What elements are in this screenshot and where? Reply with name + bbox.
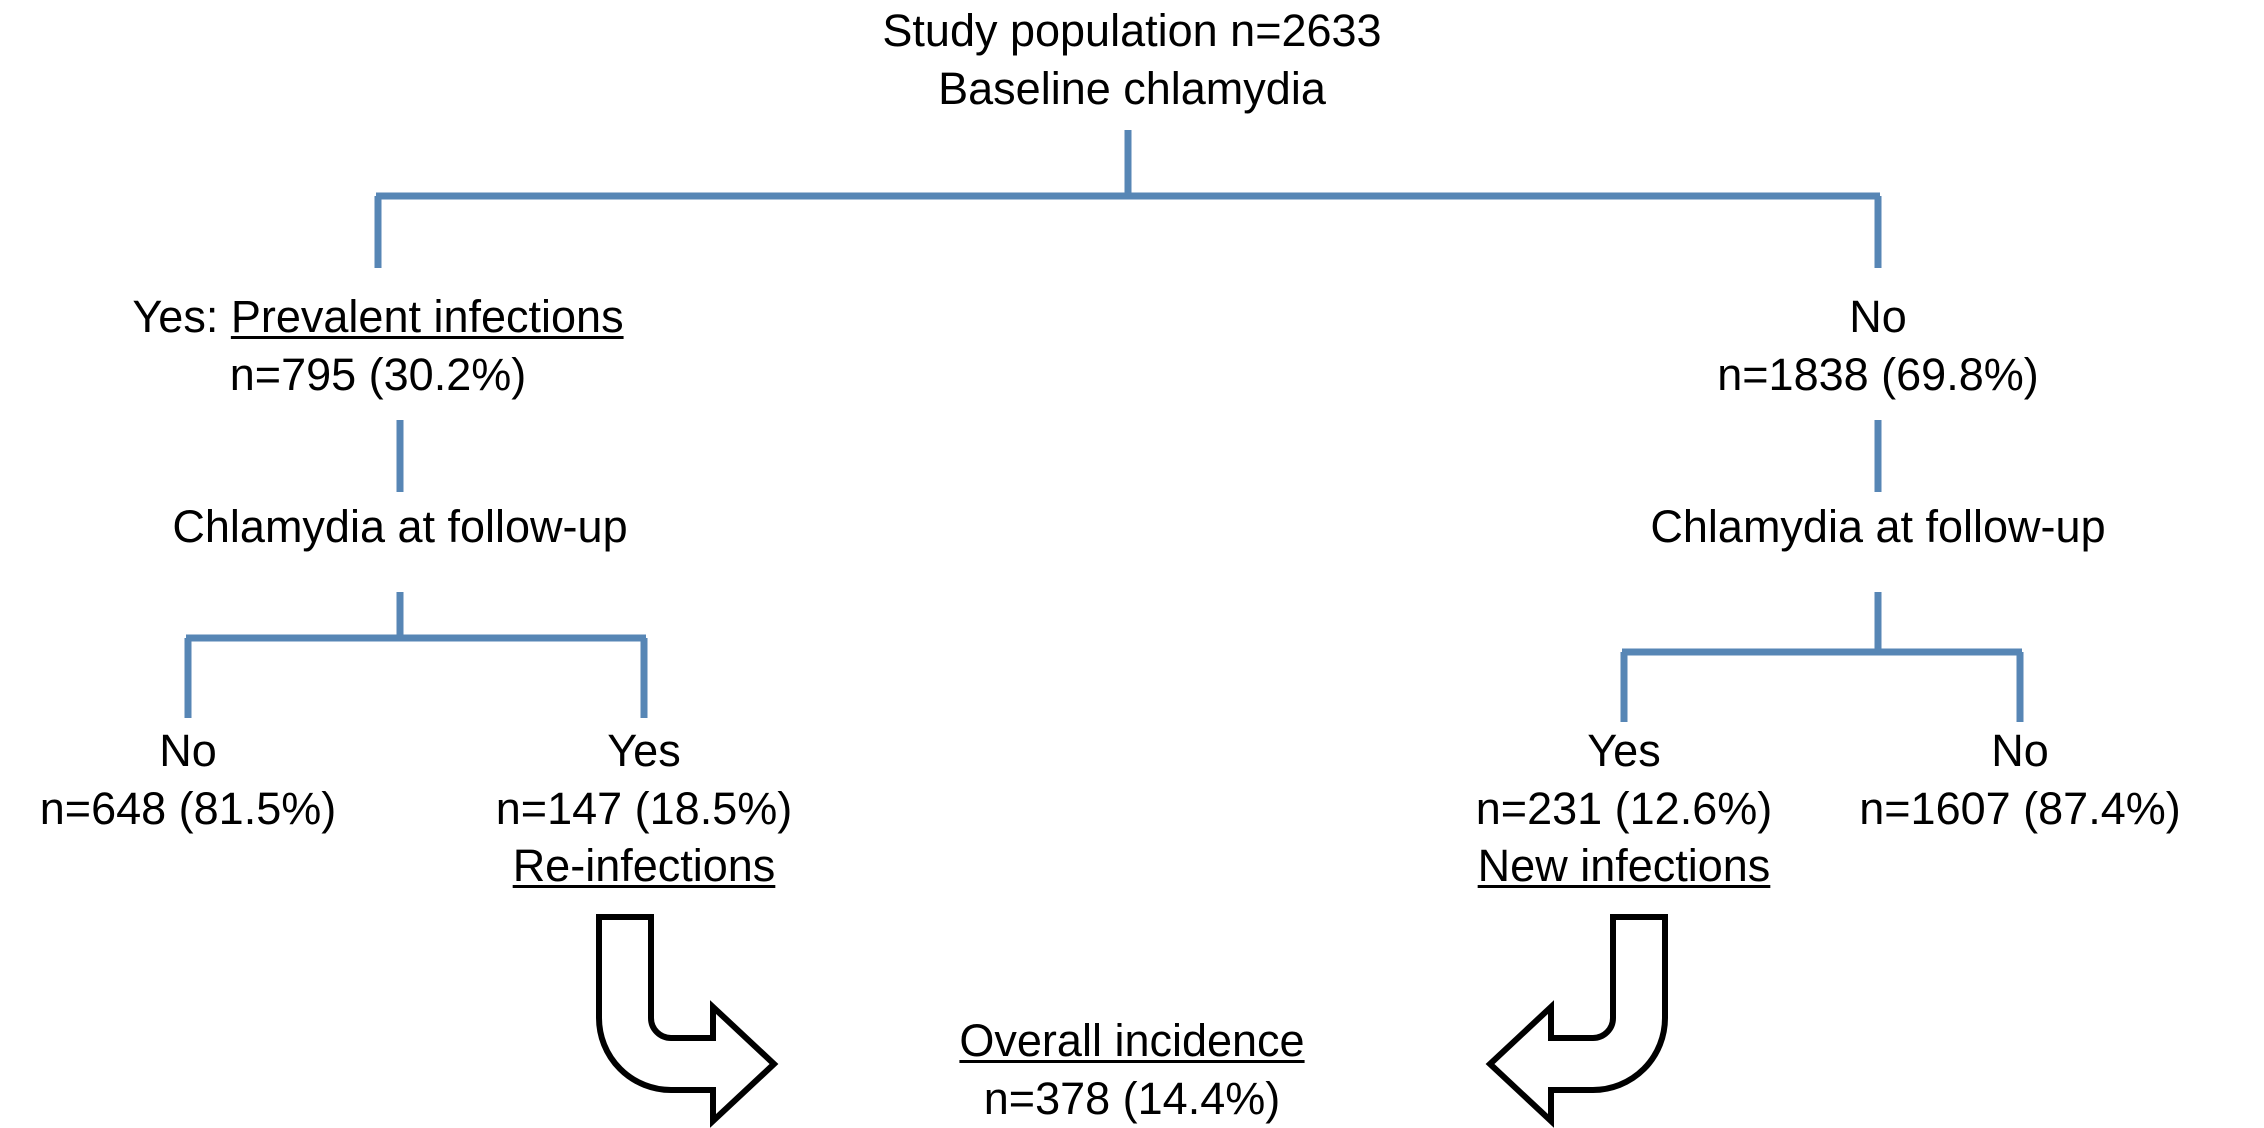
summary-label: Overall incidence	[959, 1015, 1305, 1066]
level1-left-heading: Yes: Prevalent infections	[78, 288, 678, 346]
level1-left-label: Prevalent infections	[230, 291, 624, 342]
leaf-left-yes: Yes n=147 (18.5%) Re-infections	[344, 722, 944, 895]
leaf-right-no-count: n=1607 (87.4%)	[1859, 782, 2181, 834]
leaf-left-yes-label: Yes	[607, 725, 681, 776]
leaf-left-no-count: n=648 (81.5%)	[39, 782, 337, 834]
right-curved-arrow-wrap	[1476, 914, 1686, 1128]
leaf-right-yes-label: Yes	[1587, 725, 1661, 776]
summary-count: n=378 (14.4%)	[983, 1072, 1281, 1124]
root-node: Study population n=2633 Baseline chlamyd…	[0, 2, 2264, 117]
leaf-right-yes-tag: New infections	[1477, 840, 1771, 892]
root-line-1: Study population n=2633	[882, 5, 1382, 56]
curved-arrow-down-left-icon	[1485, 914, 1668, 1128]
leaf-left-yes-tag: Re-infections	[512, 840, 776, 892]
level1-left-count: n=795 (30.2%)	[229, 348, 527, 400]
level1-left-node: Yes: Prevalent infections n=795 (30.2%)	[78, 288, 678, 403]
summary-node: Overall incidence n=378 (14.4%)	[832, 1012, 1432, 1127]
level1-right-label: No	[1849, 291, 1907, 342]
leaf-left-no: No n=648 (81.5%)	[0, 722, 488, 837]
leaf-right-no: No n=1607 (87.4%)	[1720, 722, 2264, 837]
curved-arrow-down-right-icon	[596, 914, 779, 1128]
root-line-2: Baseline chlamydia	[938, 62, 1326, 114]
leaf-right-yes-count: n=231 (12.6%)	[1475, 782, 1773, 834]
level2-left-question: Chlamydia at follow-up	[172, 501, 628, 552]
leaf-right-yes: Yes n=231 (12.6%) New infections	[1324, 722, 1924, 895]
leaf-left-yes-count: n=147 (18.5%)	[495, 782, 793, 834]
level1-right-node: No n=1838 (69.8%)	[1578, 288, 2178, 403]
left-curved-arrow-wrap	[578, 914, 788, 1128]
level1-left-prefix: Yes:	[132, 291, 219, 342]
level2-right-question: Chlamydia at follow-up	[1650, 501, 2106, 552]
leaf-right-no-label: No	[1991, 725, 2049, 776]
leaf-left-no-label: No	[159, 725, 217, 776]
level1-right-count: n=1838 (69.8%)	[1717, 348, 2039, 400]
